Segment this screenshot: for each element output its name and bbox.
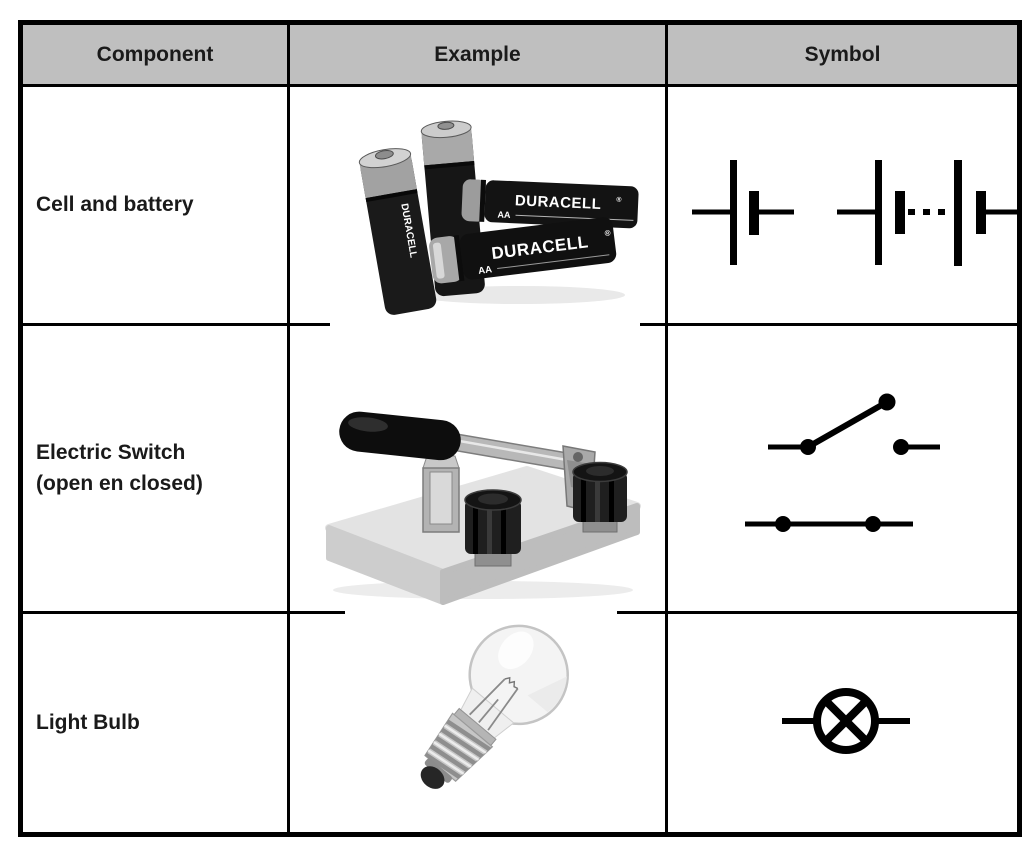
- symbol-cell-battery: [668, 87, 1020, 326]
- example-cell-batteries: DURACELL DURACELL ® AA: [290, 87, 668, 329]
- lying-battery-lower: DURACELL ® AA: [429, 217, 617, 284]
- standing-battery-front: DURACELL: [358, 148, 437, 315]
- label-electric-switch: Electric Switch (open en closed): [23, 326, 290, 614]
- label-cell-and-battery: Cell and battery: [23, 87, 290, 326]
- terminal-right: [572, 461, 628, 533]
- size-text-upper: AA: [497, 210, 511, 221]
- switch-symbols: [745, 393, 940, 532]
- lamp-symbol: [782, 688, 910, 754]
- cell-and-battery-symbols: [692, 160, 1020, 266]
- component-symbol-table: Component Example Symbol Cell and batter…: [18, 20, 1022, 837]
- symbol-cell-switch: [668, 326, 1017, 614]
- switch-photo-graphic: [325, 411, 641, 605]
- bulb-tip: [420, 766, 445, 789]
- switch-open-symbol: [768, 393, 940, 455]
- size-text-lower: AA: [478, 264, 493, 277]
- contact-clip: [422, 455, 460, 533]
- duracell-aa-batteries-photo: DURACELL DURACELL ® AA: [330, 97, 640, 329]
- battery-symbol: [837, 160, 1020, 266]
- cell-symbol: [692, 160, 794, 265]
- terminal-front: [464, 489, 522, 567]
- knife-switch-photo: [315, 360, 645, 606]
- bulb-filament: [469, 676, 519, 731]
- header-component: Component: [23, 25, 290, 87]
- symbol-cell-bulb: [668, 614, 1017, 832]
- lying-battery-upper: DURACELL ® AA: [461, 179, 639, 229]
- brand-text-upper: DURACELL: [515, 192, 602, 213]
- example-cell-switch: [290, 326, 668, 614]
- header-example: Example: [290, 25, 668, 87]
- registered-mark-lower: ®: [604, 228, 611, 238]
- registered-mark-upper: ®: [616, 196, 622, 204]
- bulb-group: [420, 624, 569, 789]
- label-rule-upper: [515, 214, 634, 221]
- batteries-photo-graphic: DURACELL DURACELL ® AA: [358, 120, 639, 315]
- switch-handle: [339, 411, 461, 461]
- example-cell-bulb: [290, 609, 668, 832]
- bulb-photo-graphic: [420, 624, 569, 789]
- switch-closed-symbol: [745, 516, 913, 532]
- bulb-screw-base: [420, 707, 497, 786]
- label-rule-lower: [497, 254, 610, 270]
- header-symbol: Symbol: [668, 25, 1017, 87]
- label-light-bulb: Light Bulb: [23, 614, 290, 832]
- incandescent-bulb-photo: [345, 609, 617, 815]
